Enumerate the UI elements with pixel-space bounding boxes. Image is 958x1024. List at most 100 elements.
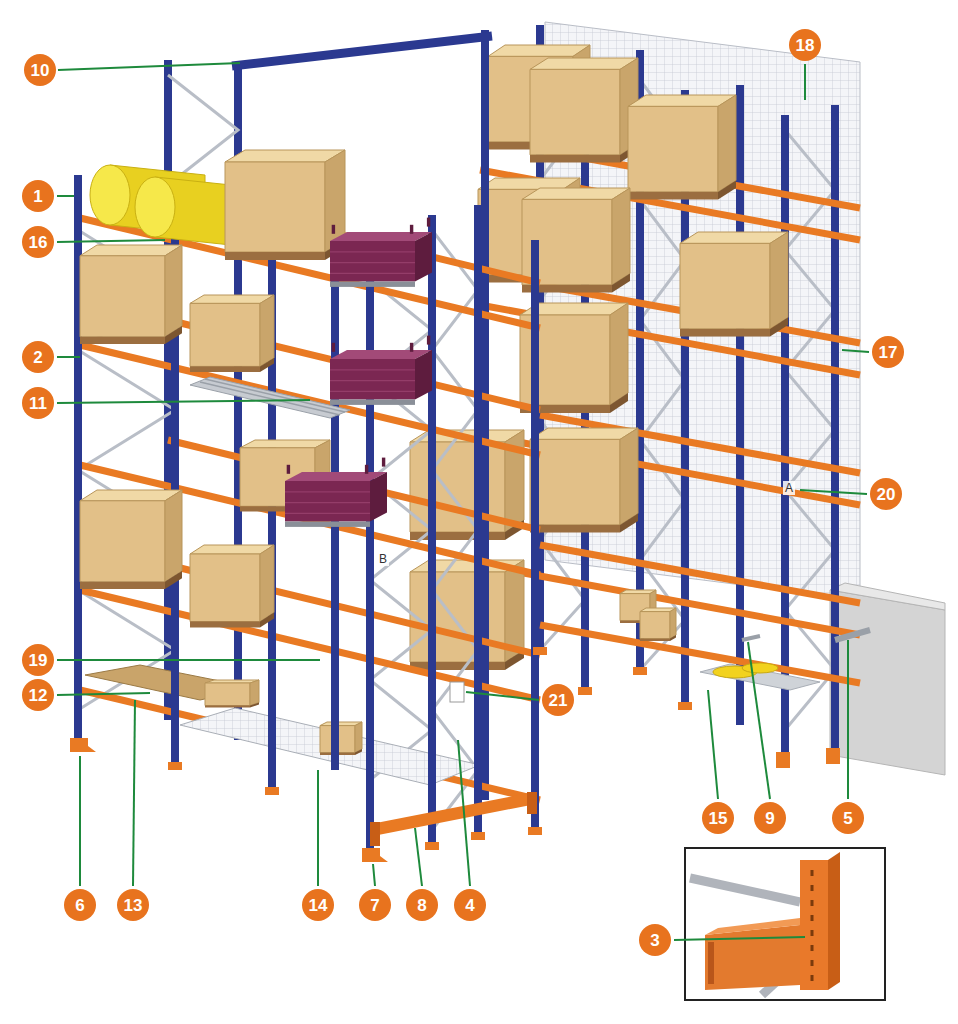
callout-number: 2: [21, 340, 55, 374]
pallet-support: [200, 379, 345, 415]
callout-number-text: 7: [370, 897, 379, 914]
callout-number-text: 11: [29, 395, 47, 412]
leader-line: [57, 693, 150, 695]
wire-crate: [330, 336, 432, 405]
wire-crate: [330, 218, 432, 287]
floor-load: [826, 748, 840, 764]
leader-line: [466, 692, 539, 700]
upright: [474, 205, 482, 835]
base-plate: [678, 702, 692, 710]
callout-circle: [24, 54, 56, 86]
beam: [80, 193, 540, 800]
overhead-tie: [232, 36, 492, 66]
callout-circle: [832, 802, 864, 834]
callout-number-text: 15: [709, 810, 728, 827]
leader-line: [708, 690, 718, 799]
part-letter: A: [783, 481, 795, 495]
callout-number: 10: [23, 53, 57, 87]
beam: [168, 440, 540, 530]
frame-bracing: [785, 130, 835, 730]
leader-line: [57, 356, 80, 358]
leader-line: [674, 937, 805, 940]
callout-number-text: 18: [796, 37, 815, 54]
base-plate: [362, 848, 388, 862]
callout-number: 18: [788, 28, 822, 62]
floor-load: [700, 630, 870, 768]
callout-circle: [454, 889, 486, 921]
upright: [78, 175, 535, 850]
floor-deck: [320, 722, 362, 755]
detail-inset: [811, 870, 814, 981]
overhead-tie: [232, 36, 492, 66]
callout-number-text: 19: [29, 652, 48, 669]
callout-number-text: 16: [29, 234, 48, 251]
callout-circle: [872, 336, 904, 368]
leader-line: [415, 828, 422, 886]
callout-circle: [22, 644, 54, 676]
callout-circle: [117, 889, 149, 921]
callout-circle: [702, 802, 734, 834]
callout-number: 11: [21, 386, 55, 420]
pallet-box: [680, 232, 788, 337]
pallet-support: [190, 377, 350, 418]
callout-number: 4: [453, 888, 487, 922]
floor-load: [776, 752, 790, 768]
callout-number-text: 4: [465, 897, 474, 914]
upright-guard: [372, 798, 535, 830]
beam: [540, 545, 860, 603]
callout-number-text: 6: [75, 897, 84, 914]
callout-number: 19: [21, 643, 55, 677]
callout-number-text: 20: [877, 486, 896, 503]
callout-number: 9: [753, 801, 787, 835]
callout-number-text: 12: [29, 687, 48, 704]
drum: [90, 165, 130, 225]
beam: [80, 690, 540, 800]
callout-number: 16: [21, 225, 55, 259]
base-plate: [633, 667, 647, 675]
pallet-box: [80, 245, 182, 344]
label-plate: [450, 682, 464, 702]
callout-circle: [22, 341, 54, 373]
pallet-box: [530, 428, 638, 533]
leader-line: [58, 63, 240, 70]
callout-number: 8: [405, 888, 439, 922]
callout-circle: [22, 679, 54, 711]
floor-load: [742, 663, 778, 673]
upright: [736, 85, 744, 725]
callout-circle: [639, 924, 671, 956]
callout-number-text: 13: [124, 897, 143, 914]
leader-line: [57, 195, 74, 197]
leader-line: [458, 740, 470, 886]
upright: [531, 240, 539, 830]
drum: [135, 177, 175, 237]
callout-number-text: 9: [765, 810, 774, 827]
callout-number: 21: [541, 683, 575, 717]
callout-number: 5: [831, 801, 865, 835]
leader-line: [133, 700, 135, 886]
callout-number-text: 17: [879, 344, 898, 361]
leader-line: [847, 640, 849, 799]
callout-number-text: 10: [31, 62, 50, 79]
base-plate: [533, 647, 547, 655]
pallet-support: [190, 377, 350, 418]
base-plate: [528, 827, 542, 835]
floor-load: [700, 664, 820, 690]
detail-inset: [708, 942, 714, 984]
frame-bracing: [432, 230, 478, 830]
callout-number: 12: [21, 678, 55, 712]
callout-number: 13: [116, 888, 150, 922]
leader-line: [57, 63, 869, 940]
upright: [164, 60, 172, 720]
floor-deck: [85, 665, 480, 785]
callout-circle: [302, 889, 334, 921]
callout-circle: [789, 29, 821, 61]
leader-line: [79, 756, 81, 886]
callout-number: 20: [869, 477, 903, 511]
detail-inset: [828, 852, 840, 990]
detail-inset: [685, 848, 885, 1000]
leader-line: [373, 864, 375, 886]
pallet-box: [410, 560, 524, 670]
label-plate: [450, 682, 464, 702]
detail-inset: [800, 860, 828, 990]
leader-line: [748, 642, 770, 799]
